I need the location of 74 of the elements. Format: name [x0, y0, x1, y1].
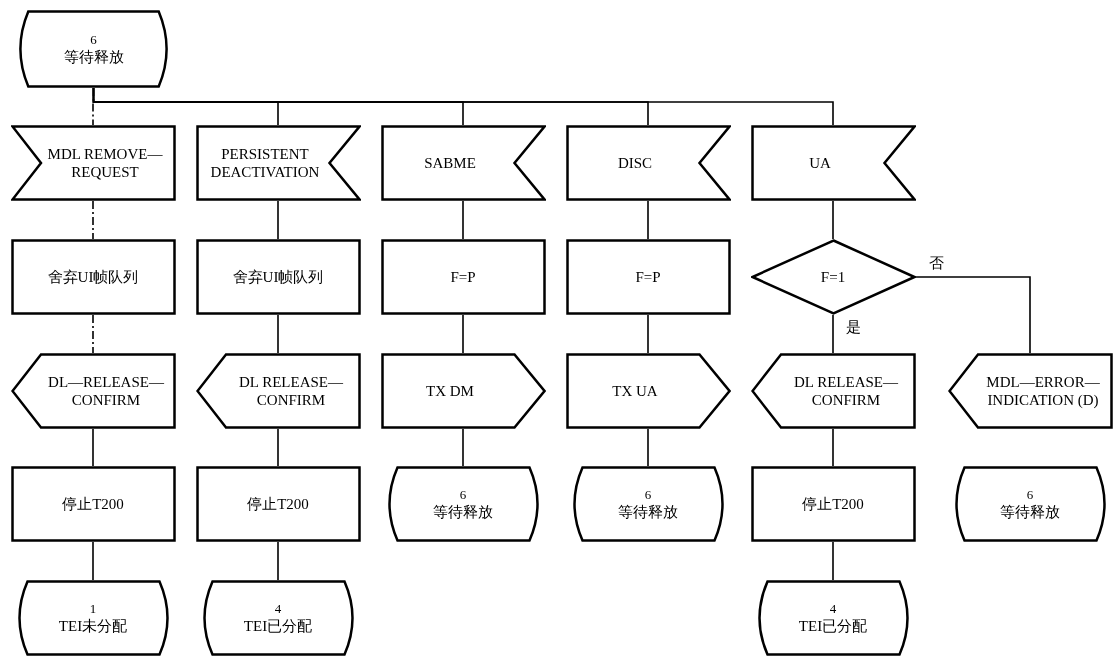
state-name: 等待释放	[63, 47, 124, 66]
connector-line	[92, 428, 94, 467]
connector-line	[832, 200, 834, 240]
decision-diamond	[750, 239, 916, 315]
task-box	[565, 239, 731, 315]
output-signal-symbol	[195, 353, 361, 429]
signal-label: TX DM	[426, 382, 474, 400]
connector-line	[462, 428, 464, 467]
connector-line	[92, 87, 834, 126]
task-text: 停止T200	[802, 495, 864, 513]
state-number: 6	[644, 487, 652, 503]
task-text: 舍弃UI帧队列	[232, 268, 324, 286]
task-text: F=P	[450, 268, 476, 286]
state-name: TEI已分配	[243, 616, 313, 635]
state-name: TEI已分配	[798, 616, 868, 635]
task-text: 停止T200	[247, 495, 309, 513]
connector-line	[832, 428, 834, 467]
state-number: 4	[829, 601, 837, 617]
connector-line	[647, 314, 649, 354]
edge-label: 是	[845, 319, 862, 336]
connector-line	[277, 428, 279, 467]
task-box	[195, 466, 361, 542]
task-box	[380, 239, 546, 315]
output-signal-symbol	[10, 353, 176, 429]
task-box	[10, 466, 176, 542]
input-signal-symbol	[10, 125, 176, 201]
signal-label: DL RELEASE—CONFIRM	[793, 373, 899, 409]
output-signal-symbol	[380, 353, 546, 429]
connector-line	[647, 428, 649, 467]
output-signal-symbol	[750, 353, 916, 429]
state-name: TEI未分配	[58, 616, 128, 635]
output-signal-symbol	[565, 353, 731, 429]
signal-label: MDL REMOVE—REQUEST	[46, 145, 164, 181]
connector-line	[462, 314, 464, 354]
state-name: 等待释放	[618, 502, 678, 521]
state-name: 等待释放	[1000, 502, 1060, 521]
connector-line	[92, 541, 94, 581]
signal-label: TX UA	[612, 382, 658, 400]
state-name: 等待释放	[433, 502, 493, 521]
signal-label: DL RELEASE—CONFIRM	[238, 373, 344, 409]
connector-line	[914, 276, 1031, 354]
connector-line	[647, 200, 649, 240]
input-signal-symbol	[565, 125, 731, 201]
signal-label: UA	[809, 154, 831, 172]
state-number: 4	[274, 601, 282, 617]
task-text: F=P	[635, 268, 661, 286]
condition-text: F=1	[820, 268, 846, 286]
connector-line	[832, 541, 834, 581]
input-signal-symbol	[380, 125, 546, 201]
task-box	[10, 239, 176, 315]
connector-line	[92, 314, 94, 354]
task-box	[195, 239, 361, 315]
state-number: 1	[89, 601, 97, 617]
input-signal-symbol	[195, 125, 361, 201]
input-signal-symbol	[750, 125, 916, 201]
connector-line	[277, 314, 279, 354]
signal-label: MDL—ERROR—INDICATION (D)	[985, 373, 1101, 409]
connector-line	[832, 314, 834, 354]
output-signal-symbol	[947, 353, 1113, 429]
connector-line	[92, 200, 94, 240]
signal-label: DL—RELEASE—CONFIRM	[47, 373, 165, 409]
edge-label: 否	[927, 255, 945, 272]
state-number: 6	[459, 487, 467, 503]
connector-line	[462, 200, 464, 240]
connector-line	[277, 200, 279, 240]
task-text: 停止T200	[62, 495, 124, 513]
connector-line	[277, 541, 279, 581]
task-box	[750, 466, 916, 542]
state-number: 6	[90, 32, 97, 48]
state-number: 6	[1026, 487, 1034, 503]
signal-label: SABME	[424, 154, 476, 172]
signal-label: DISC	[617, 154, 653, 172]
signal-label: PERSISTENT DEACTIVATION	[209, 145, 321, 181]
task-text: 舍弃UI帧队列	[47, 268, 139, 286]
